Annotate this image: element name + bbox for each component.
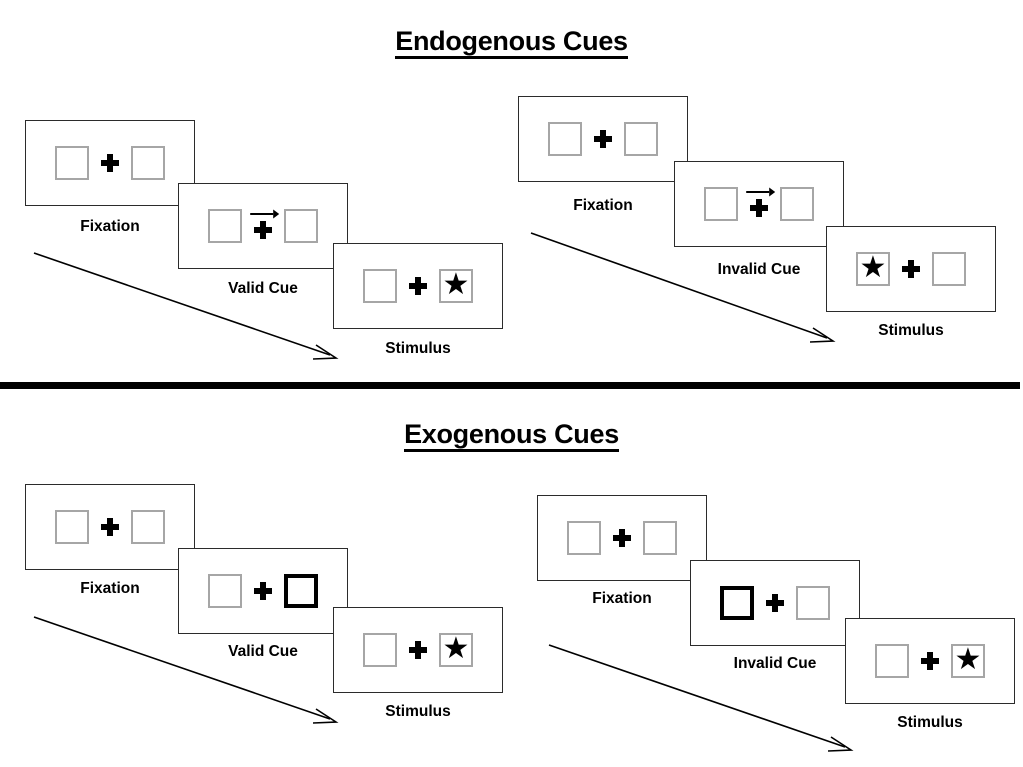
- left-box-cued: [720, 586, 754, 620]
- right-box: [643, 521, 677, 555]
- fixation-area: [909, 641, 951, 681]
- section-title-endogenous: Endogenous Cues: [0, 26, 1023, 60]
- panel-exogenous-valid-stimulus[interactable]: ★: [333, 607, 503, 693]
- right-box: ★: [439, 269, 473, 303]
- panel-exogenous-valid-fixation[interactable]: [25, 484, 195, 570]
- fixation-area: [89, 143, 131, 183]
- panel-content: [26, 121, 194, 205]
- fixation-area: [397, 630, 439, 670]
- fixation-area: [601, 518, 643, 558]
- panel-exogenous-invalid-cue[interactable]: [690, 560, 860, 646]
- right-box: [624, 122, 658, 156]
- panel-content: ★: [334, 244, 502, 328]
- panel-endogenous-valid-stimulus[interactable]: ★: [333, 243, 503, 329]
- right-box: [796, 586, 830, 620]
- fixation-area: [738, 184, 780, 224]
- fixation-cross-icon: [101, 518, 119, 536]
- right-box: [284, 209, 318, 243]
- panel-endogenous-invalid-cue[interactable]: [674, 161, 844, 247]
- fixation-cross-icon: [101, 154, 119, 172]
- fixation-cross-icon: [921, 652, 939, 670]
- panel-content: [691, 561, 859, 645]
- caption-exogenous-invalid-stimulus: Stimulus: [897, 714, 963, 731]
- left-box: [363, 633, 397, 667]
- panel-content: [179, 184, 347, 268]
- fixation-cross-icon: [766, 594, 784, 612]
- fixation-cross-icon: [409, 641, 427, 659]
- section-title-endogenous-text: Endogenous Cues: [395, 27, 628, 60]
- fixation-cross-icon: [254, 221, 272, 239]
- right-box: [780, 187, 814, 221]
- panel-endogenous-valid-cue[interactable]: [178, 183, 348, 269]
- fixation-cross-icon: [750, 199, 768, 217]
- arrow-right-cue-icon: [745, 186, 776, 198]
- left-box: [704, 187, 738, 221]
- caption-exogenous-valid-stimulus: Stimulus: [385, 703, 451, 720]
- panel-content: ★: [827, 227, 995, 311]
- left-box: [208, 574, 242, 608]
- panel-endogenous-invalid-fixation[interactable]: [518, 96, 688, 182]
- fixation-area: [89, 507, 131, 547]
- left-box: ★: [856, 252, 890, 286]
- panel-endogenous-valid-fixation[interactable]: [25, 120, 195, 206]
- caption-exogenous-invalid-fixation: Fixation: [592, 590, 652, 607]
- fixation-area: [242, 571, 284, 611]
- panel-content: [519, 97, 687, 181]
- right-box: ★: [951, 644, 985, 678]
- caption-endogenous-invalid-cue: Invalid Cue: [717, 261, 801, 278]
- fixation-area: [242, 206, 284, 246]
- fixation-cross-icon: [254, 582, 272, 600]
- star-icon: ★: [442, 268, 470, 301]
- fixation-area: [582, 119, 624, 159]
- right-box: [131, 510, 165, 544]
- caption-endogenous-invalid-fixation: Fixation: [573, 197, 633, 214]
- caption-exogenous-valid-cue: Valid Cue: [228, 643, 298, 660]
- arrow-right-cue-icon: [249, 208, 280, 220]
- panel-content: [179, 549, 347, 633]
- left-box: [55, 146, 89, 180]
- fixation-cross-icon: [902, 260, 920, 278]
- left-box: [567, 521, 601, 555]
- right-box: ★: [439, 633, 473, 667]
- fixation-cross-icon: [409, 277, 427, 295]
- section-title-exogenous-text: Exogenous Cues: [404, 420, 619, 453]
- panel-content: ★: [846, 619, 1014, 703]
- fixation-cross-icon: [613, 529, 631, 547]
- section-title-exogenous: Exogenous Cues: [0, 419, 1023, 453]
- panel-exogenous-valid-cue[interactable]: [178, 548, 348, 634]
- section-divider: [0, 382, 1020, 389]
- caption-exogenous-invalid-cue: Invalid Cue: [733, 655, 817, 672]
- left-box: [55, 510, 89, 544]
- left-box: [208, 209, 242, 243]
- fixation-area: [397, 266, 439, 306]
- panel-content: [26, 485, 194, 569]
- caption-endogenous-valid-stimulus: Stimulus: [385, 340, 451, 357]
- panel-content: [675, 162, 843, 246]
- panel-exogenous-invalid-stimulus[interactable]: ★: [845, 618, 1015, 704]
- panel-exogenous-invalid-fixation[interactable]: [537, 495, 707, 581]
- star-icon: ★: [859, 251, 887, 284]
- caption-endogenous-valid-fixation: Fixation: [80, 218, 140, 235]
- right-box: [932, 252, 966, 286]
- left-box: [875, 644, 909, 678]
- caption-endogenous-invalid-stimulus: Stimulus: [878, 322, 944, 339]
- fixation-cross-icon: [594, 130, 612, 148]
- fixation-area: [754, 583, 796, 623]
- panel-endogenous-invalid-stimulus[interactable]: ★: [826, 226, 996, 312]
- panel-content: [538, 496, 706, 580]
- caption-exogenous-valid-fixation: Fixation: [80, 580, 140, 597]
- right-box-cued: [284, 574, 318, 608]
- left-box: [548, 122, 582, 156]
- caption-endogenous-valid-cue: Valid Cue: [228, 280, 298, 297]
- left-box: [363, 269, 397, 303]
- fixation-area: [890, 249, 932, 289]
- star-icon: ★: [954, 643, 982, 676]
- panel-content: ★: [334, 608, 502, 692]
- right-box: [131, 146, 165, 180]
- star-icon: ★: [442, 632, 470, 665]
